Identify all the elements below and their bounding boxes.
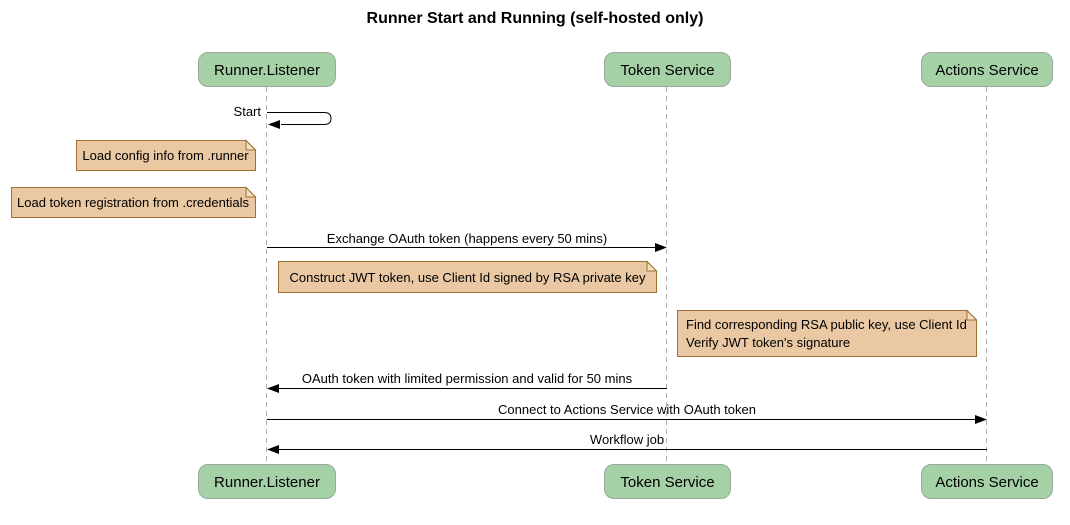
participant-label: Runner.Listener <box>214 474 320 491</box>
note-shape-load-config <box>76 140 256 171</box>
participant-actions-service-bottom: Actions Service <box>921 464 1053 499</box>
participant-token-service-bottom: Token Service <box>604 464 731 499</box>
note-shape-find-rsa-key <box>677 310 977 357</box>
note-shape-construct-jwt <box>278 261 657 293</box>
message-label-connect-actions: Connect to Actions Service with OAuth to… <box>498 402 756 417</box>
arrowhead-start <box>268 120 280 129</box>
participant-runner-listener-bottom: Runner.Listener <box>198 464 336 499</box>
arrowhead-workflow-job <box>267 445 279 454</box>
self-message-line-start <box>267 112 332 125</box>
participant-runner-listener-top: Runner.Listener <box>198 52 336 87</box>
message-label-exchange-oauth: Exchange OAuth token (happens every 50 m… <box>326 231 608 246</box>
note-shape-load-token <box>11 187 256 218</box>
participant-token-service-top: Token Service <box>604 52 731 87</box>
participant-actions-service-top: Actions Service <box>921 52 1053 87</box>
note-construct-jwt: Construct JWT token, use Client Id signe… <box>289 269 646 285</box>
diagram-title: Runner Start and Running (self-hosted on… <box>366 10 704 27</box>
note-find-rsa-key: Find corresponding RSA public key, use C… <box>677 310 977 357</box>
participant-label: Runner.Listener <box>214 62 320 79</box>
arrowhead-connect-actions <box>975 415 987 424</box>
arrowhead-oauth-token-return <box>267 384 279 393</box>
note-line-2: Verify JWT token's signature <box>686 335 851 350</box>
note-fold-load-token <box>245 186 257 198</box>
note-line-1: Find corresponding RSA public key, use C… <box>686 317 967 332</box>
note-load-token: Load token registration from .credential… <box>17 195 249 210</box>
message-label-oauth-token-return: OAuth token with limited permission and … <box>301 371 633 386</box>
arrowhead-exchange-oauth <box>655 243 667 252</box>
note-fold-construct-jwt <box>646 260 658 272</box>
participant-label: Token Service <box>620 474 715 491</box>
participant-label: Actions Service <box>935 62 1039 79</box>
note-load-config: Load config info from .runner <box>82 148 249 163</box>
message-label-start: Start <box>233 104 261 119</box>
note-fold-load-config <box>245 139 257 151</box>
participant-label: Token Service <box>620 62 715 79</box>
note-fold-find-rsa-key <box>966 309 978 321</box>
message-label-workflow-job: Workflow job <box>589 432 665 447</box>
participant-label: Actions Service <box>935 474 1039 491</box>
